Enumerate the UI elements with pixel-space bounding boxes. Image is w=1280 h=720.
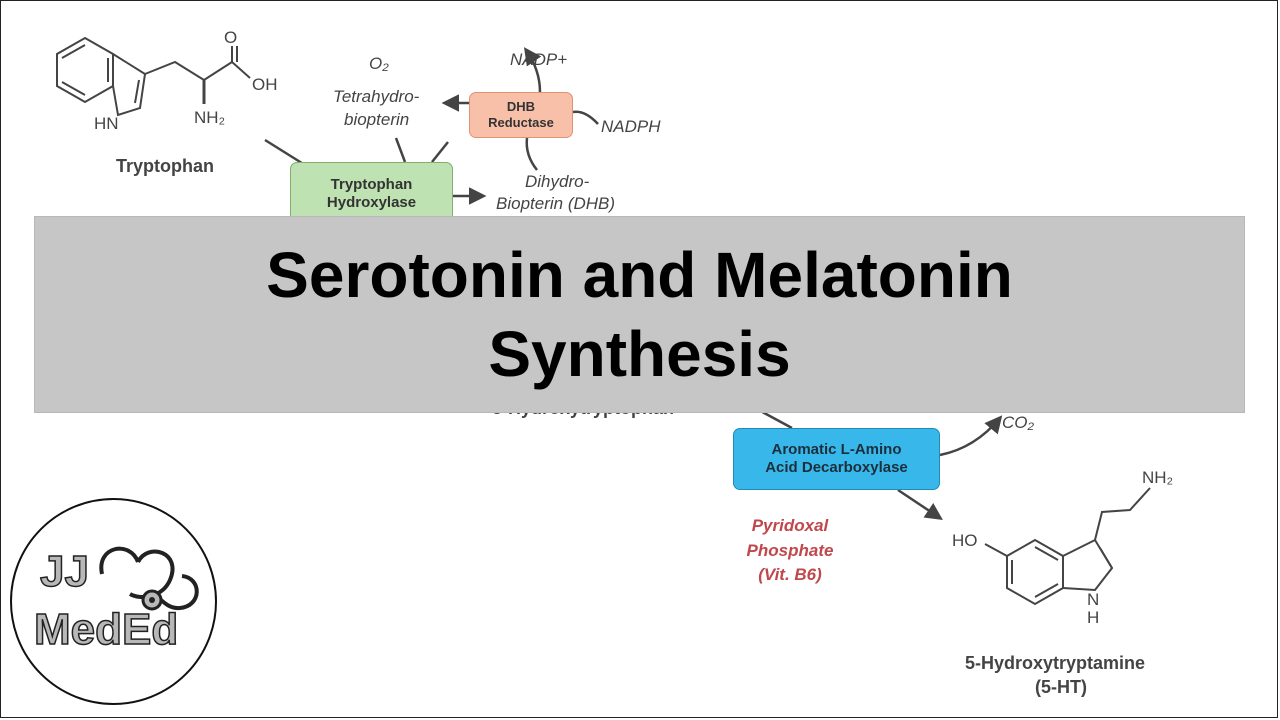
molecule-serotonin-line2: (5-HT)	[1035, 677, 1087, 697]
cofactor-plp-line1: Pyridoxal	[751, 516, 829, 535]
atom-nh2-tryptophan: NH₂	[194, 108, 226, 127]
cofactor-plp-line3: (Vit. B6)	[758, 565, 822, 585]
cofactor-bh4-line2: biopterin	[344, 110, 410, 129]
molecule-tryptophan: Tryptophan	[116, 156, 214, 176]
atom-hn: HN	[94, 114, 119, 133]
cofactor-nadp: NADP+	[510, 50, 568, 69]
atom-oh: OH	[252, 75, 278, 94]
stethoscope-icon	[99, 546, 199, 611]
title-line2: Synthesis	[488, 317, 791, 390]
cofactor-plp: Pyridoxal Phosphate (Vit. B6)	[720, 514, 860, 588]
molecule-serotonin-line1: 5-Hydroxytryptamine	[965, 653, 1146, 673]
atom-o: O	[224, 28, 238, 47]
title-banner: Serotonin and Melatonin Synthesis	[34, 216, 1245, 413]
atom-nh2-serotonin: NH₂	[1142, 468, 1174, 487]
cofactor-dhb-line2: Biopterin (DHB)	[496, 194, 616, 213]
cofactor-plp-line2: Phosphate	[746, 540, 834, 560]
cofactor-nadph: NADPH	[601, 117, 661, 136]
logo-jj-meded: JJ MedEd	[10, 498, 217, 705]
enzyme-tryptophan-hydroxylase: Tryptophan Hydroxylase	[290, 162, 453, 226]
enzyme-aadc-line1: Aromatic L-Amino	[771, 441, 902, 458]
atom-ho: HO	[952, 531, 978, 550]
title-line1: Serotonin and Melatonin	[266, 239, 1013, 312]
cofactor-o2: O₂	[369, 54, 389, 73]
cofactor-dhb-line1: Dihydro-	[525, 172, 590, 191]
atom-h: H	[1087, 608, 1100, 627]
logo-line1: JJ	[39, 547, 89, 596]
cofactor-co2: CO₂	[1002, 413, 1034, 432]
tryptophan-structure	[56, 36, 251, 117]
enzyme-dhb-line2: Reductase	[488, 115, 554, 130]
serotonin-structure	[984, 487, 1151, 606]
enzyme-aadc-line2: Acid Decarboxylase	[765, 459, 908, 476]
enzyme-th-line2: Hydroxylase	[326, 194, 417, 211]
logo-line2: MedEd	[33, 605, 179, 654]
enzyme-th-line1: Tryptophan	[330, 176, 413, 193]
cofactor-bh4-line1: Tetrahydro-	[333, 87, 420, 106]
atom-n: N	[1087, 590, 1100, 609]
enzyme-aadc: Aromatic L-Amino Acid Decarboxylase	[733, 428, 940, 490]
enzyme-dhb-reductase: DHB Reductase	[469, 92, 573, 138]
enzyme-dhb-line1: DHB	[506, 99, 536, 115]
page-title: Serotonin and Melatonin Synthesis	[140, 236, 1140, 392]
